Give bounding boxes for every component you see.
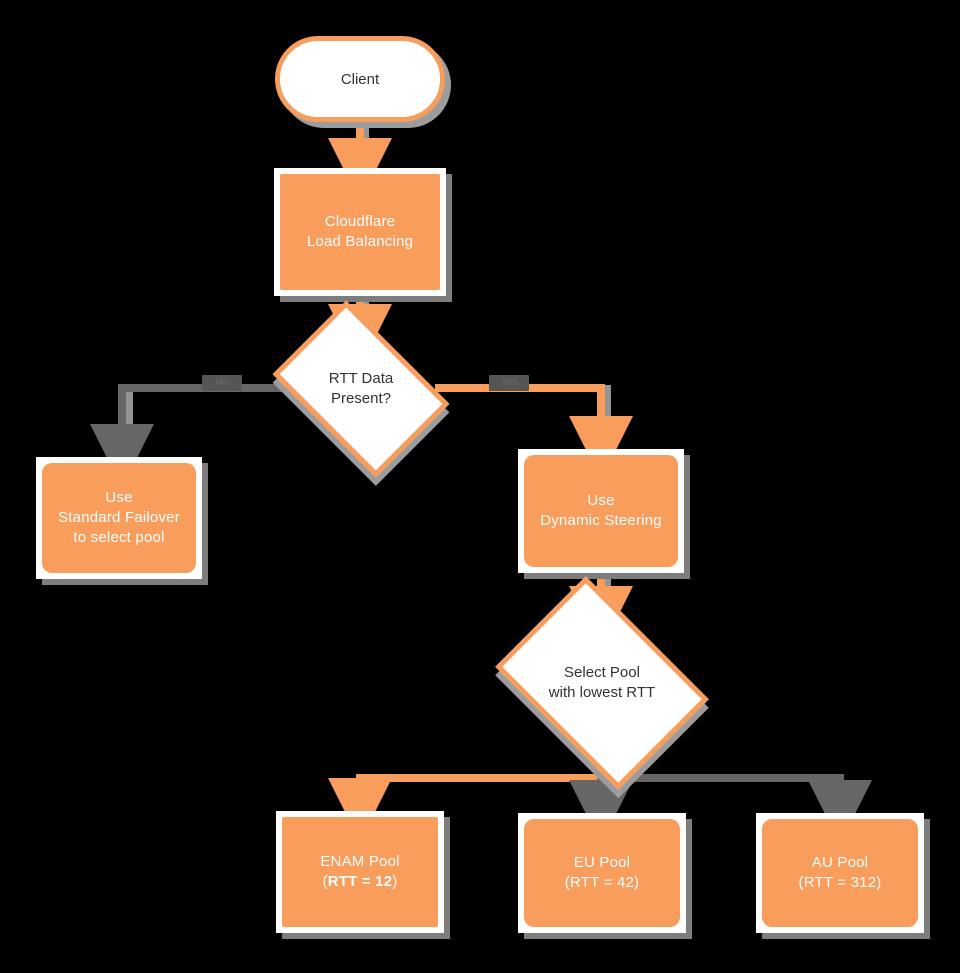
node-eu-line2: (RTT = 42) bbox=[564, 874, 640, 891]
node-selectpool-text: Select Pool with lowest RTT bbox=[515, 619, 689, 747]
node-failover-line2: Standard Failover bbox=[58, 509, 180, 526]
node-rtt-line1: RTT Data bbox=[328, 370, 394, 387]
node-select-pool-lowest-rtt[interactable]: Select Pool with lowest RTT bbox=[495, 576, 709, 790]
node-enam-rtt: (RTT = 12) bbox=[320, 872, 399, 892]
node-enam-line1: ENAM Pool bbox=[320, 853, 400, 870]
node-rtt-line2: Present? bbox=[330, 390, 392, 407]
node-enam-rtt-value: RTT = 12 bbox=[327, 873, 393, 890]
node-steering-line1: Use bbox=[587, 492, 615, 509]
node-client-label: Client bbox=[275, 36, 445, 122]
node-failover-line1: Use bbox=[105, 489, 133, 506]
edge-selectpool-to-enam bbox=[328, 748, 605, 842]
edge-rtt-no-to-failover bbox=[90, 384, 287, 488]
node-lb-line1: Cloudflare bbox=[324, 213, 396, 230]
node-eu-line1: EU Pool bbox=[573, 854, 631, 871]
edge-selectpool-to-au bbox=[601, 774, 872, 844]
node-eu-text: EU Pool (RTT = 42) bbox=[524, 819, 680, 927]
node-cloudflare-load-balancing[interactable]: Cloudflare Load Balancing bbox=[274, 168, 446, 296]
edge-rtt-yes-to-steering bbox=[435, 384, 633, 480]
node-failover-text: Use Standard Failover to select pool bbox=[42, 463, 196, 573]
node-au-line2: (RTT = 312) bbox=[798, 874, 882, 891]
node-enam-text: ENAM Pool (RTT = 12) bbox=[282, 817, 438, 927]
node-au-line1: AU Pool bbox=[811, 854, 869, 871]
node-failover-line3: to select pool bbox=[73, 529, 165, 546]
node-rtt-text: RTT Data Present? bbox=[288, 337, 434, 441]
node-au-pool[interactable]: AU Pool (RTT = 312) bbox=[756, 813, 924, 933]
paren-open: ( bbox=[322, 873, 328, 890]
node-selectpool-line2: with lowest RTT bbox=[548, 684, 656, 701]
node-steering-line2: Dynamic Steering bbox=[540, 512, 662, 529]
node-eu-pool[interactable]: EU Pool (RTT = 42) bbox=[518, 813, 686, 933]
node-rtt-data-present[interactable]: RTT Data Present? bbox=[272, 300, 450, 478]
node-lb-line2: Load Balancing bbox=[306, 233, 414, 250]
node-dynamic-steering[interactable]: Use Dynamic Steering bbox=[518, 449, 684, 573]
node-standard-failover[interactable]: Use Standard Failover to select pool bbox=[36, 457, 202, 579]
edge-label-no: No bbox=[202, 375, 242, 391]
node-au-text: AU Pool (RTT = 312) bbox=[762, 819, 918, 927]
edge-label-yes: Yes bbox=[489, 375, 529, 391]
node-client[interactable]: Client bbox=[275, 36, 445, 122]
paren-close: ) bbox=[392, 873, 398, 890]
node-lb-text: Cloudflare Load Balancing bbox=[280, 174, 440, 290]
node-enam-pool[interactable]: ENAM Pool (RTT = 12) bbox=[276, 811, 444, 933]
node-selectpool-line1: Select Pool bbox=[564, 664, 640, 681]
node-steering-text: Use Dynamic Steering bbox=[524, 455, 678, 567]
